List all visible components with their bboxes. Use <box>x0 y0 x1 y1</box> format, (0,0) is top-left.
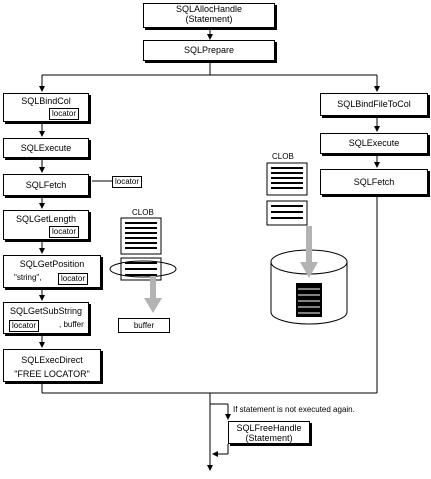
locator-tag-bindcol: locator <box>49 108 80 120</box>
buffer-tag: buffer <box>118 318 170 333</box>
sqlfetch-left-box: SQLFetch <box>3 174 89 196</box>
clob-right-label: CLOB <box>272 152 294 161</box>
sqlbindfiletocol-box: SQLBindFileToCol <box>320 93 428 116</box>
getsubstring-buffer-label: , buffer <box>59 320 84 329</box>
sqlexecute-left-label: SQLExecute <box>20 143 72 153</box>
sqlallochandle-box: SQLAllocHandle (Statement) <box>143 3 275 28</box>
sqlexecdirect-sublabel: "FREE LOCATOR" <box>14 369 90 379</box>
sqlfetch-left-label: SQLFetch <box>25 180 67 190</box>
getposition-string-label: "string", <box>14 273 42 282</box>
sqlexecdirect-box: SQLExecDirect "FREE LOCATOR" <box>3 349 101 382</box>
locator-tag-getsubstring: locator <box>9 320 40 332</box>
sqlprepare-label: SQLPrepare <box>183 45 235 55</box>
sqlgetsubstring-label: SQLGetSubString <box>9 306 83 316</box>
sqlbindfiletocol-label: SQLBindFileToCol <box>337 99 411 109</box>
sqlallochandle-sublabel: (Statement) <box>185 14 233 24</box>
sqlbindcol-label: SQLBindCol <box>21 96 71 106</box>
locator-tag-getlength: locator <box>49 226 80 238</box>
sqlfreehandle-box: SQLFreeHandle (Statement) <box>228 421 310 444</box>
loop-note-label: If statement is not executed again. <box>233 405 355 414</box>
sqlfetch-right-label: SQLFetch <box>353 177 395 187</box>
sqlprepare-box: SQLPrepare <box>143 40 275 61</box>
sqlfetch-right-box: SQLFetch <box>320 169 428 195</box>
locator-tag-getposition: locator <box>58 273 89 285</box>
sqlexecdirect-label: SQLExecDirect <box>21 355 83 365</box>
sqlgetlength-label: SQLGetLength <box>15 214 77 224</box>
sqlexecute-right-box: SQLExecute <box>320 133 428 154</box>
clob-document-right-icon <box>266 162 308 226</box>
clob-document-icon <box>109 217 177 281</box>
sqlfreehandle-sublabel: (Statement) <box>245 433 293 443</box>
sqlallochandle-label: SQLAllocHandle <box>175 4 243 14</box>
clob-left-label: CLOB <box>132 208 154 217</box>
sqlfreehandle-label: SQLFreeHandle <box>236 423 302 433</box>
sqlexecute-right-label: SQLExecute <box>348 138 400 148</box>
locator-tag-fetch: locator <box>112 176 143 188</box>
sqlgetposition-label: SQLGetPosition <box>19 259 85 269</box>
sqlexecute-left-box: SQLExecute <box>3 138 89 158</box>
